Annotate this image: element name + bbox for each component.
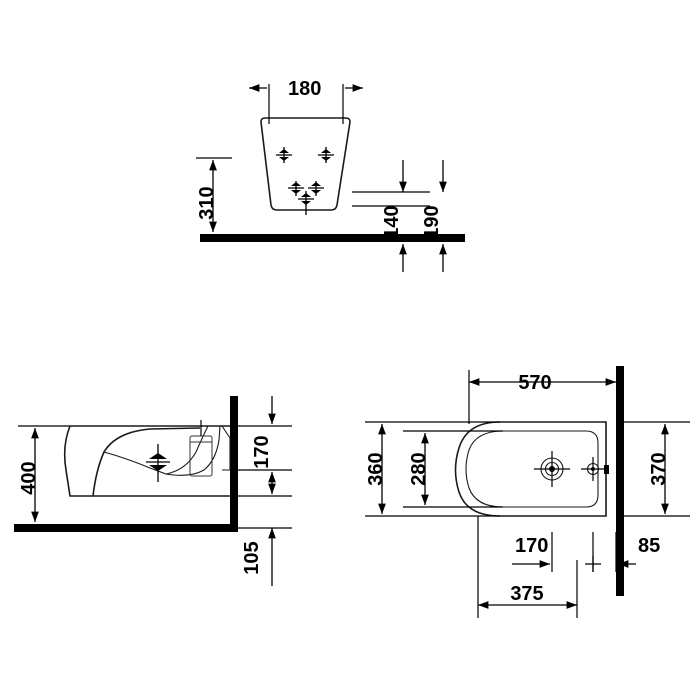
plan-edge-tab — [604, 465, 609, 474]
dim-label-170-plan: 170 — [515, 535, 548, 557]
side-bowl-rear — [165, 425, 221, 476]
mark-upper-left — [276, 147, 292, 163]
dim-label-375: 375 — [510, 583, 543, 605]
side-floor-slab — [14, 524, 238, 532]
mark-lower-left — [288, 181, 304, 196]
mark-lower-right — [308, 181, 324, 196]
dim-label-370: 370 — [648, 452, 670, 485]
side-bowl-inner — [103, 425, 209, 475]
dim-label-180: 180 — [288, 78, 321, 100]
dim-label-310: 310 — [196, 186, 218, 219]
dim-170p-cross — [585, 556, 601, 572]
view-side-elevation: 400 170 105 — [14, 396, 292, 586]
side-wall-bracket — [221, 425, 231, 471]
bidet-front-body — [260, 117, 351, 211]
bidet-plan-outer — [454, 421, 607, 517]
dim-label-400: 400 — [18, 461, 40, 494]
front-floor-slab — [200, 234, 465, 242]
plan-fixing-point — [581, 457, 605, 481]
plan-drain — [534, 451, 570, 487]
dim-label-140: 140 — [381, 205, 403, 238]
dim-label-570: 570 — [518, 372, 551, 394]
mark-bottom-center — [298, 191, 314, 215]
dim-label-105: 105 — [241, 541, 263, 574]
dim-label-360: 360 — [365, 452, 387, 485]
side-bowl-front — [63, 425, 201, 497]
view-front-elevation: 180 310 140 190 — [196, 78, 465, 272]
bidet-plan-rim — [465, 430, 599, 508]
side-drain-mark — [146, 444, 170, 482]
dim-label-280: 280 — [408, 452, 430, 485]
side-wall — [230, 396, 238, 532]
dim-label-190: 190 — [421, 205, 443, 238]
dim-label-85: 85 — [638, 535, 660, 557]
plan-wall — [616, 366, 624, 596]
view-plan: 570 360 280 370 170 85 375 — [365, 366, 690, 618]
dim-label-170-side: 170 — [251, 435, 273, 468]
mark-upper-right — [318, 147, 334, 163]
